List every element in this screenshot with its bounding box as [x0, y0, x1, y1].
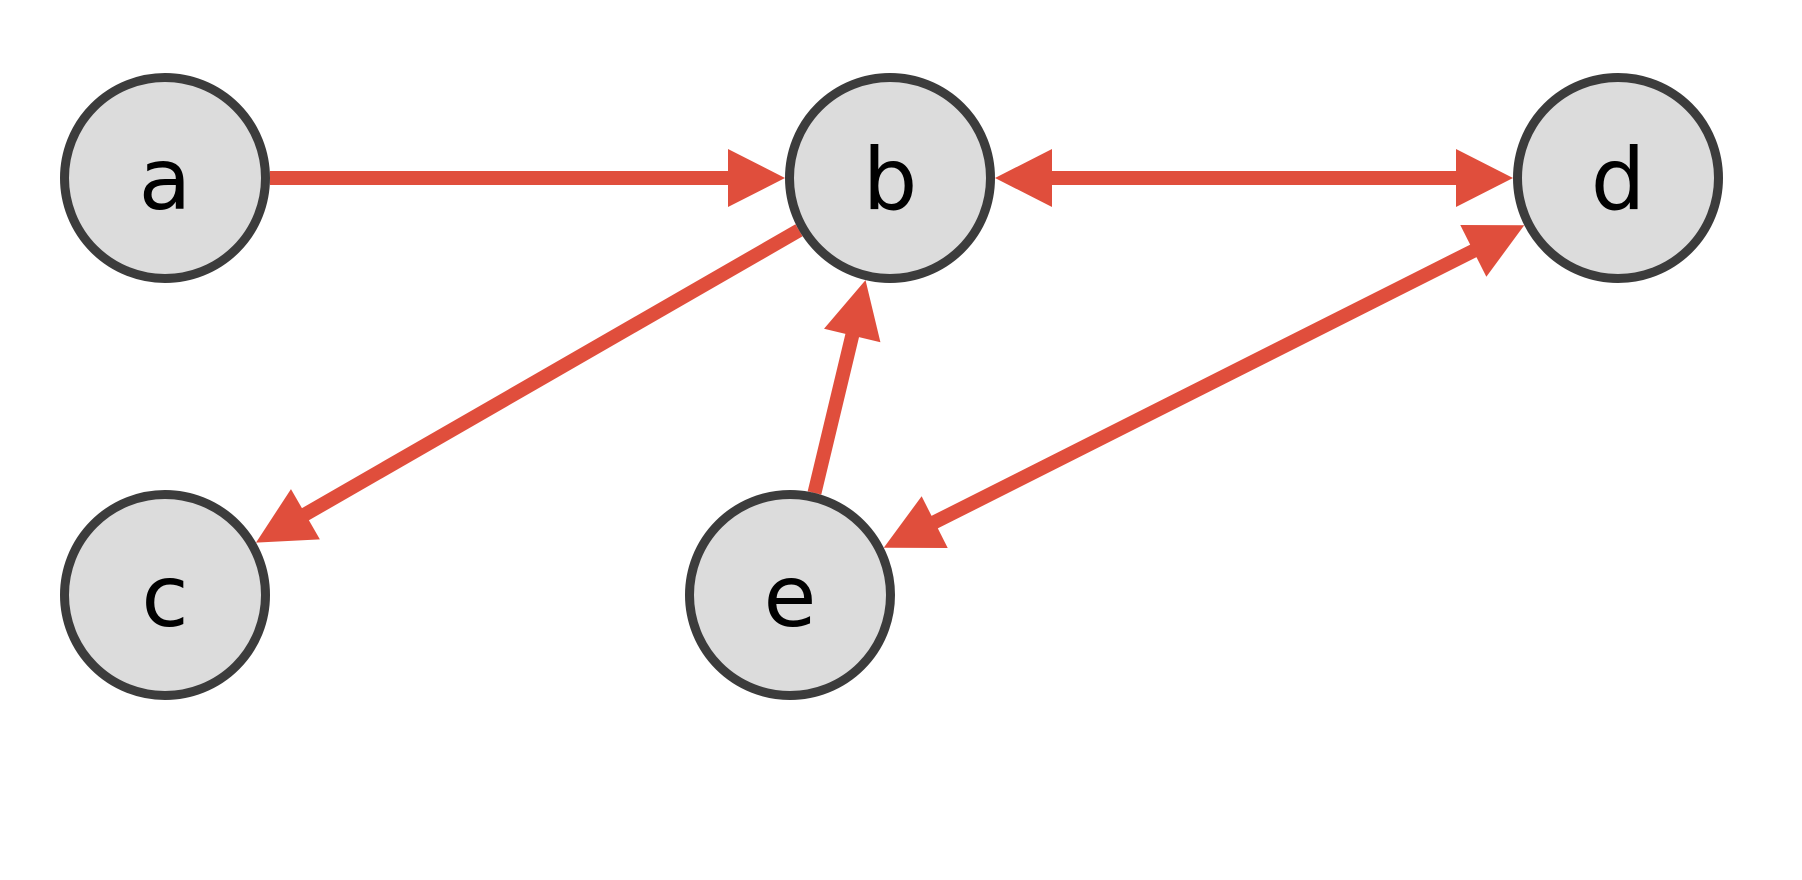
- arrow-head-icon-e-to-b: [824, 280, 881, 343]
- edge-e-b[interactable]: [807, 280, 881, 495]
- edge-line-e-d: [927, 242, 1481, 531]
- node-b[interactable]: b: [785, 73, 995, 283]
- edge-line-e-b: [807, 330, 860, 495]
- nodes-layer: a b c d e: [60, 73, 1723, 700]
- arrow-head-icon-e-to-d: [1460, 224, 1525, 277]
- node-label-a: a: [139, 130, 192, 230]
- node-circle-a: [60, 73, 270, 283]
- node-circle-e: [685, 490, 895, 700]
- node-circle-c: [60, 490, 270, 700]
- node-circle-b: [785, 73, 995, 283]
- node-label-d: d: [1591, 130, 1646, 230]
- arrow-head-icon-b-to-d: [1456, 149, 1513, 207]
- edge-b-c[interactable]: [256, 224, 803, 543]
- edge-b-d[interactable]: [995, 149, 1513, 207]
- node-c[interactable]: c: [60, 490, 270, 700]
- edge-e-d[interactable]: [883, 224, 1525, 549]
- node-a[interactable]: a: [60, 73, 270, 283]
- arrow-head-icon-b-to-c: [256, 489, 320, 543]
- node-d[interactable]: d: [1513, 73, 1723, 283]
- arrow-head-icon-d-to-e: [883, 496, 948, 549]
- edge-a-b[interactable]: [270, 149, 785, 207]
- edges-layer: [256, 149, 1525, 549]
- edge-line-b-c: [298, 224, 803, 523]
- node-label-e: e: [764, 547, 817, 647]
- node-circle-d: [1513, 73, 1723, 283]
- node-label-b: b: [863, 130, 918, 230]
- arrow-head-icon-d-to-b: [995, 149, 1052, 207]
- arrow-head-icon-a-to-b: [728, 149, 785, 207]
- node-label-c: c: [141, 547, 188, 647]
- node-e[interactable]: e: [685, 490, 895, 700]
